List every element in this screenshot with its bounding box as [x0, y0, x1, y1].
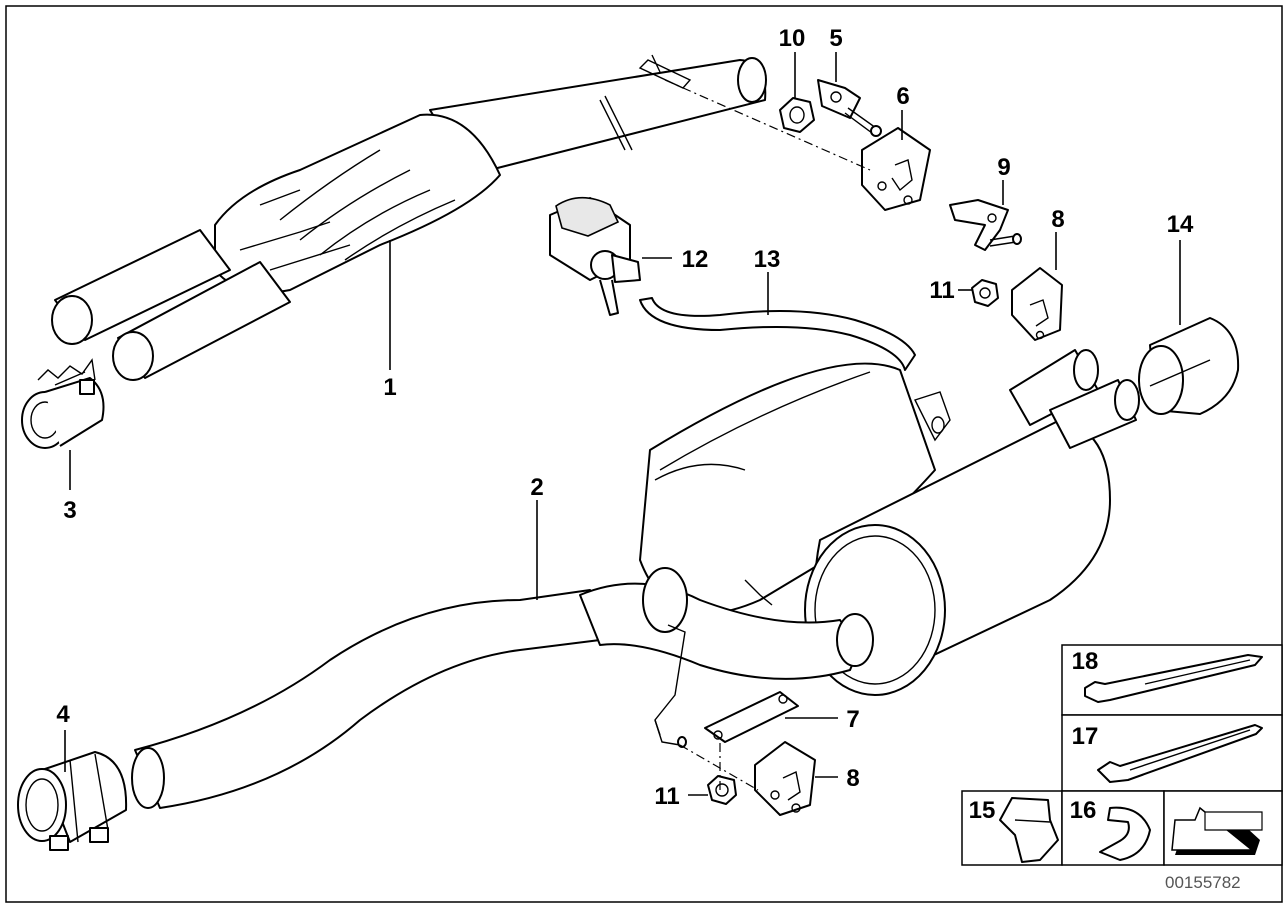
callout-14: 14: [1167, 211, 1194, 238]
inset-part-18[interactable]: 18: [1061, 644, 1283, 716]
pipe-clamp-upper[interactable]: [21, 358, 105, 449]
callout-13: 13: [754, 246, 781, 273]
front-pipe-catalytic-converter[interactable]: [51, 54, 767, 381]
hex-nut-top[interactable]: [779, 97, 815, 133]
rubber-mount-right[interactable]: [1011, 267, 1063, 341]
callout-1: 1: [383, 374, 396, 401]
diagram-frame: [5, 5, 1283, 903]
hex-nut-upper[interactable]: [971, 279, 999, 307]
rubber-mount-top[interactable]: [861, 127, 931, 211]
mounting-bracket-right[interactable]: [949, 199, 1022, 251]
callout-6: 6: [896, 83, 909, 110]
tail-pipe-sleeve[interactable]: [1138, 317, 1240, 415]
callout-8-upper: 8: [1051, 206, 1064, 233]
callout-12: 12: [682, 246, 709, 273]
callout-5: 5: [829, 25, 842, 52]
callout-11-lower: 11: [654, 783, 679, 810]
callout-18: 18: [1072, 648, 1099, 675]
callout-7: 7: [846, 706, 859, 733]
callout-9: 9: [997, 154, 1010, 181]
callout-17: 17: [1072, 723, 1099, 750]
mounting-bracket-top[interactable]: [817, 79, 882, 137]
pipe-clamp-lower[interactable]: [17, 751, 128, 851]
diagram-code: 00155782: [1165, 873, 1241, 892]
inset-part-15[interactable]: 15: [961, 790, 1063, 866]
assembly-line-lower: [679, 744, 759, 791]
callout-2: 2: [530, 474, 543, 501]
hex-nut-lower[interactable]: [707, 775, 737, 805]
mounting-bracket-lower[interactable]: [654, 691, 799, 748]
callout-4: 4: [56, 701, 70, 728]
callout-8-lower: 8: [846, 765, 859, 792]
vacuum-hose[interactable]: [639, 297, 916, 371]
callout-3: 3: [63, 497, 76, 524]
pressure-converter-valve[interactable]: [549, 196, 641, 316]
callout-11-upper: 11: [929, 277, 954, 304]
callout-16: 16: [1070, 797, 1097, 824]
rubber-mount-lower[interactable]: [754, 741, 816, 816]
callout-15: 15: [969, 797, 996, 824]
rear-muffler-assembly[interactable]: [131, 349, 1140, 809]
inset-part-17[interactable]: 17: [1061, 714, 1283, 792]
inset-part-16[interactable]: 16: [1061, 790, 1165, 866]
callout-10: 10: [779, 25, 806, 52]
inset-arrow: [1163, 790, 1283, 866]
